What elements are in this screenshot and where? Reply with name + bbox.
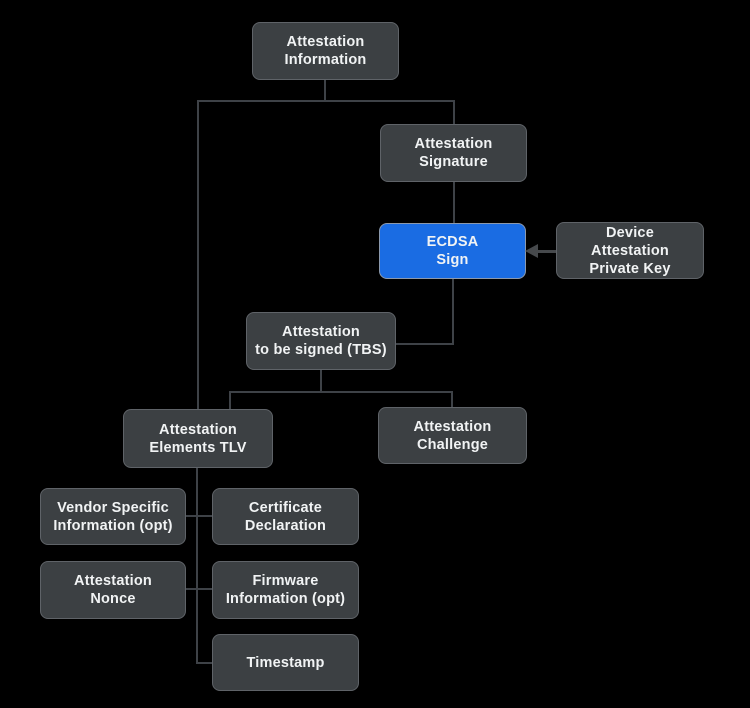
connector bbox=[186, 515, 212, 517]
connector bbox=[196, 467, 198, 664]
node-device-attestation-private-key: Device Attestation Private Key bbox=[556, 222, 704, 279]
connector bbox=[197, 100, 455, 102]
connector bbox=[186, 588, 212, 590]
connector bbox=[196, 662, 213, 664]
connector bbox=[451, 391, 453, 408]
node-attestation-signature: Attestation Signature bbox=[380, 124, 527, 182]
connector bbox=[453, 181, 455, 224]
connector bbox=[453, 100, 455, 125]
connector bbox=[197, 100, 199, 410]
node-attestation-information: Attestation Information bbox=[252, 22, 399, 80]
node-firmware-information: Firmware Information (opt) bbox=[212, 561, 359, 619]
connector bbox=[320, 369, 322, 393]
node-timestamp: Timestamp bbox=[212, 634, 359, 691]
connector bbox=[324, 80, 326, 101]
node-vendor-specific-information: Vendor Specific Information (opt) bbox=[40, 488, 186, 545]
connector bbox=[536, 250, 557, 253]
arrow-left-icon bbox=[525, 244, 538, 258]
connector bbox=[395, 343, 454, 345]
node-certificate-declaration: Certificate Declaration bbox=[212, 488, 359, 545]
node-ecdsa-sign: ECDSA Sign bbox=[379, 223, 526, 279]
node-attestation-challenge: Attestation Challenge bbox=[378, 407, 527, 464]
node-attestation-nonce: Attestation Nonce bbox=[40, 561, 186, 619]
connector bbox=[229, 391, 453, 393]
connector bbox=[452, 278, 454, 345]
node-attestation-to-be-signed-tbs: Attestation to be signed (TBS) bbox=[246, 312, 396, 370]
node-attestation-elements-tlv: Attestation Elements TLV bbox=[123, 409, 273, 468]
connector bbox=[229, 391, 231, 410]
